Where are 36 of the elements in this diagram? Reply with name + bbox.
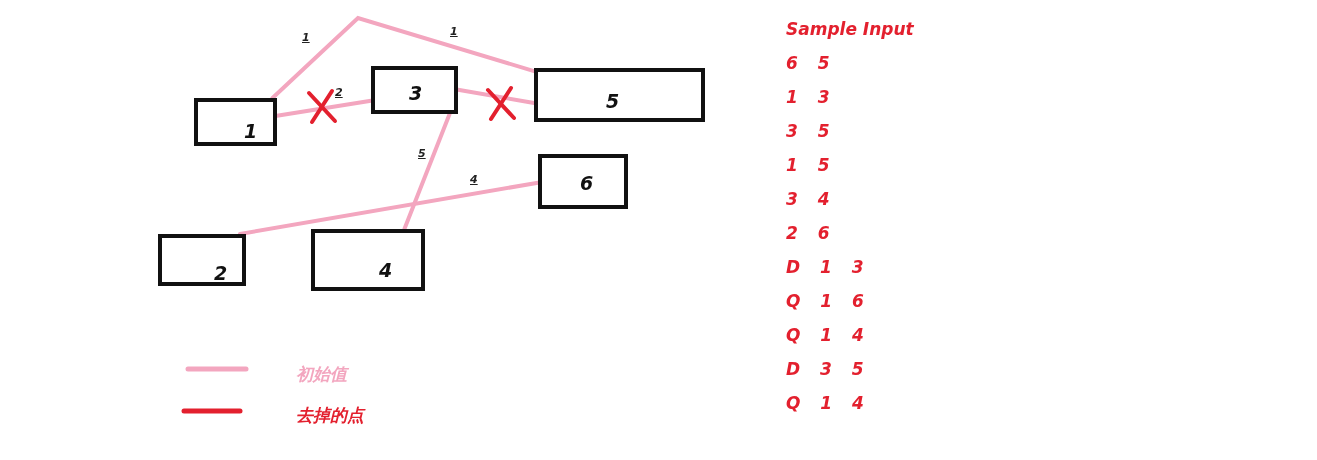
input-line: Q 1 4 — [786, 327, 864, 344]
input-line: D 3 5 — [786, 361, 864, 378]
node-box — [158, 234, 246, 286]
connector-line — [238, 180, 540, 236]
node-number: 1 — [244, 122, 258, 141]
node-box — [371, 66, 458, 114]
input-line: 3 5 — [786, 123, 830, 140]
edge-label: 4 — [470, 174, 478, 185]
segment-number: 1 — [450, 26, 458, 37]
connector-line — [275, 98, 373, 118]
legend-text: 初始值 — [296, 366, 347, 383]
node-box — [534, 68, 705, 122]
node-box — [538, 154, 628, 209]
input-line: 1 3 — [786, 89, 830, 106]
node-number: 4 — [379, 261, 393, 280]
edge-label: 2 — [335, 87, 343, 98]
input-line: D 1 3 — [786, 259, 864, 276]
input-line: Q 1 6 — [786, 293, 864, 310]
node-number: 2 — [214, 264, 228, 283]
edge-label: 5 — [418, 148, 426, 159]
input-line: 1 5 — [786, 157, 830, 174]
node-box — [311, 229, 425, 291]
connector-line — [456, 87, 536, 105]
node-number: 3 — [409, 84, 423, 103]
sample-heading: Sample Input — [786, 21, 914, 38]
connector-line — [270, 15, 536, 100]
edge-label: 1 — [302, 32, 310, 43]
node-number: 5 — [606, 92, 620, 111]
input-line: 6 5 — [786, 55, 830, 72]
input-line: Q 1 4 — [786, 395, 864, 412]
legend-text: 去掉的点 — [296, 407, 364, 424]
input-line: 3 4 — [786, 191, 830, 208]
node-box — [194, 98, 277, 146]
node-number: 6 — [580, 174, 594, 193]
connector-line — [402, 112, 452, 231]
input-line: 2 6 — [786, 225, 830, 242]
